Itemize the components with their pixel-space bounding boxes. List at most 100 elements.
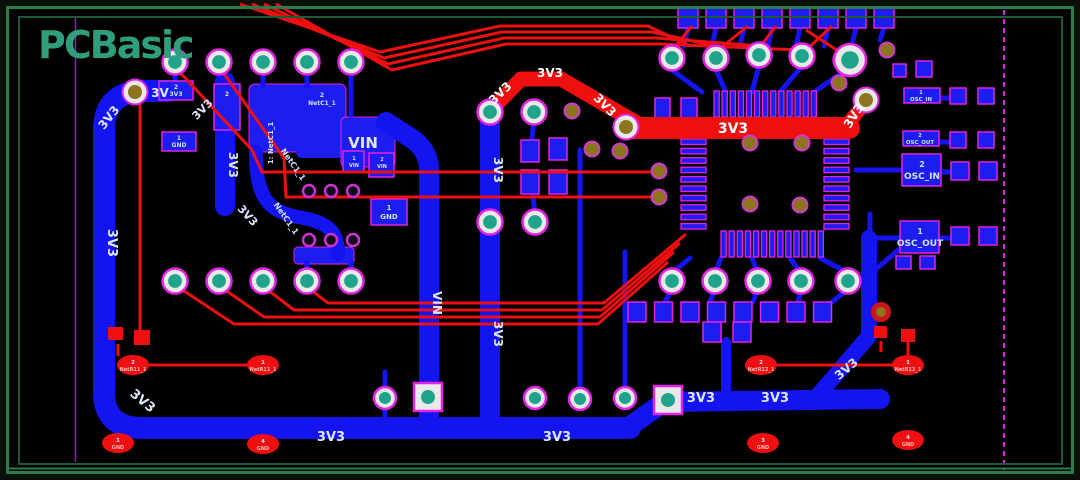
ic-pin-pad xyxy=(809,230,816,258)
smd-pad xyxy=(733,301,753,323)
net-label-3v3: 3V3 xyxy=(537,66,563,80)
smd-pad xyxy=(759,301,780,323)
pad-hole xyxy=(483,105,497,119)
pad-hole xyxy=(256,55,270,69)
ic-pin-pad xyxy=(680,166,707,174)
ic-pin-pad xyxy=(713,90,720,118)
smd-pad xyxy=(548,137,568,161)
net-label-3v3: 3V3 xyxy=(317,430,345,445)
ic-pin-pad xyxy=(680,175,707,183)
ic-pin-pad xyxy=(823,147,850,155)
smd-pad xyxy=(892,63,907,78)
pad-gnd-b xyxy=(370,198,408,226)
pad-hole xyxy=(483,215,497,229)
smd-pad xyxy=(895,255,912,270)
smd-pad xyxy=(950,226,970,246)
frame-outer xyxy=(6,6,1074,474)
trace-vin-vertical xyxy=(376,112,439,437)
brand-logo: PCBasic xyxy=(38,23,193,67)
gnd-oval-net: GND xyxy=(257,446,269,452)
osc-in-big-pin: 2 xyxy=(919,160,925,169)
ic-pin-pad xyxy=(823,204,850,211)
red-pad xyxy=(874,326,887,338)
pad-vin2-net: VIN xyxy=(377,164,387,170)
pad-hole xyxy=(168,55,182,69)
via xyxy=(878,41,896,59)
red-oval-pad xyxy=(892,355,924,375)
net-label-3v3: 3V3 xyxy=(104,229,119,257)
netr11-b-pin: 1 xyxy=(261,360,265,366)
smd-pad xyxy=(949,87,967,105)
osc-out-big-name: OSC_OUT xyxy=(897,239,944,249)
pad-vin1-pin: 1 xyxy=(352,156,356,162)
ic-pin-pad xyxy=(794,90,801,118)
net-label-vin: VIN xyxy=(348,134,378,152)
netr12-b-pin: 1 xyxy=(906,360,910,366)
red-pad xyxy=(901,329,915,342)
pad-osc-out-big xyxy=(899,220,940,254)
smd-pad xyxy=(915,60,933,78)
pad-hole xyxy=(528,391,542,405)
smd-pad xyxy=(548,169,568,195)
smd-pad xyxy=(653,301,674,323)
pad-3v3-net: 3V3 xyxy=(170,91,183,98)
red-oval-pad xyxy=(747,433,779,453)
net-label-3v3: 3V3 xyxy=(761,391,789,406)
red-oval-pad xyxy=(892,430,924,450)
netr11-a-pin: 2 xyxy=(131,360,135,366)
smd-pad xyxy=(732,321,752,343)
pad-hole xyxy=(841,274,855,288)
qfp-ic-footprint xyxy=(680,90,850,258)
pad-hole xyxy=(300,274,314,288)
ic-pin-pad xyxy=(823,194,850,202)
pad-hole xyxy=(708,274,722,288)
smd-pad xyxy=(520,169,540,195)
via xyxy=(791,196,809,214)
netr12-a-name: NetR12_1 xyxy=(748,367,775,373)
via xyxy=(741,134,759,152)
pad-gnd-pin: 1 xyxy=(177,135,181,142)
ic-pin-pad xyxy=(728,230,735,258)
ic-pin-pad xyxy=(680,204,707,211)
hole-ring xyxy=(323,232,339,248)
net-label-3v3: 3V3 xyxy=(718,121,748,137)
ic-pin-pad xyxy=(761,90,769,118)
red-ring-via-hole xyxy=(876,307,886,317)
ic-pin-pad xyxy=(745,90,753,118)
ic-pin-pad xyxy=(760,230,768,258)
netr12-b-name: NetR12_1 xyxy=(895,367,922,373)
pad-hole xyxy=(344,274,358,288)
ic-pin-pad xyxy=(680,213,707,221)
gnd-oval-pin: 1 xyxy=(116,438,120,444)
hole-ring xyxy=(301,183,317,199)
pad-hole xyxy=(841,51,859,69)
smd-pad xyxy=(977,87,995,105)
net-label-3v3: 3V3 xyxy=(491,157,505,183)
pad-hole xyxy=(709,51,723,65)
frame-inner xyxy=(18,16,1063,465)
ic-pin-pad xyxy=(793,230,800,258)
via xyxy=(611,142,629,160)
pad-hole xyxy=(256,274,270,288)
pad-hole xyxy=(212,274,226,288)
pad-gnd-pin: 1 xyxy=(387,204,392,212)
osc-out-big-pin: 1 xyxy=(917,227,923,236)
trace-3v3-right-riser xyxy=(806,230,877,408)
ic-pin-pad xyxy=(817,230,825,258)
ic-pin-pad xyxy=(823,175,850,183)
pad-hole xyxy=(300,55,314,69)
ic-pin-pad xyxy=(737,90,745,118)
pad-hole xyxy=(168,274,182,288)
pad-gnd-net: GND xyxy=(172,142,187,149)
via xyxy=(583,140,601,158)
pad-hole xyxy=(421,390,435,404)
component-labels: NetC1_1 NetC1_1 1: NetC1_1 2 NetC1_1 2 3… xyxy=(112,84,944,452)
gnd-oval-pin: 4 xyxy=(906,435,910,441)
ic-pin-pad xyxy=(785,230,792,258)
red-oval-pad xyxy=(247,355,279,375)
hole-ring xyxy=(345,232,361,248)
smd-pad xyxy=(919,255,936,270)
smd-pad xyxy=(520,139,540,163)
via-big-hole xyxy=(859,93,873,107)
